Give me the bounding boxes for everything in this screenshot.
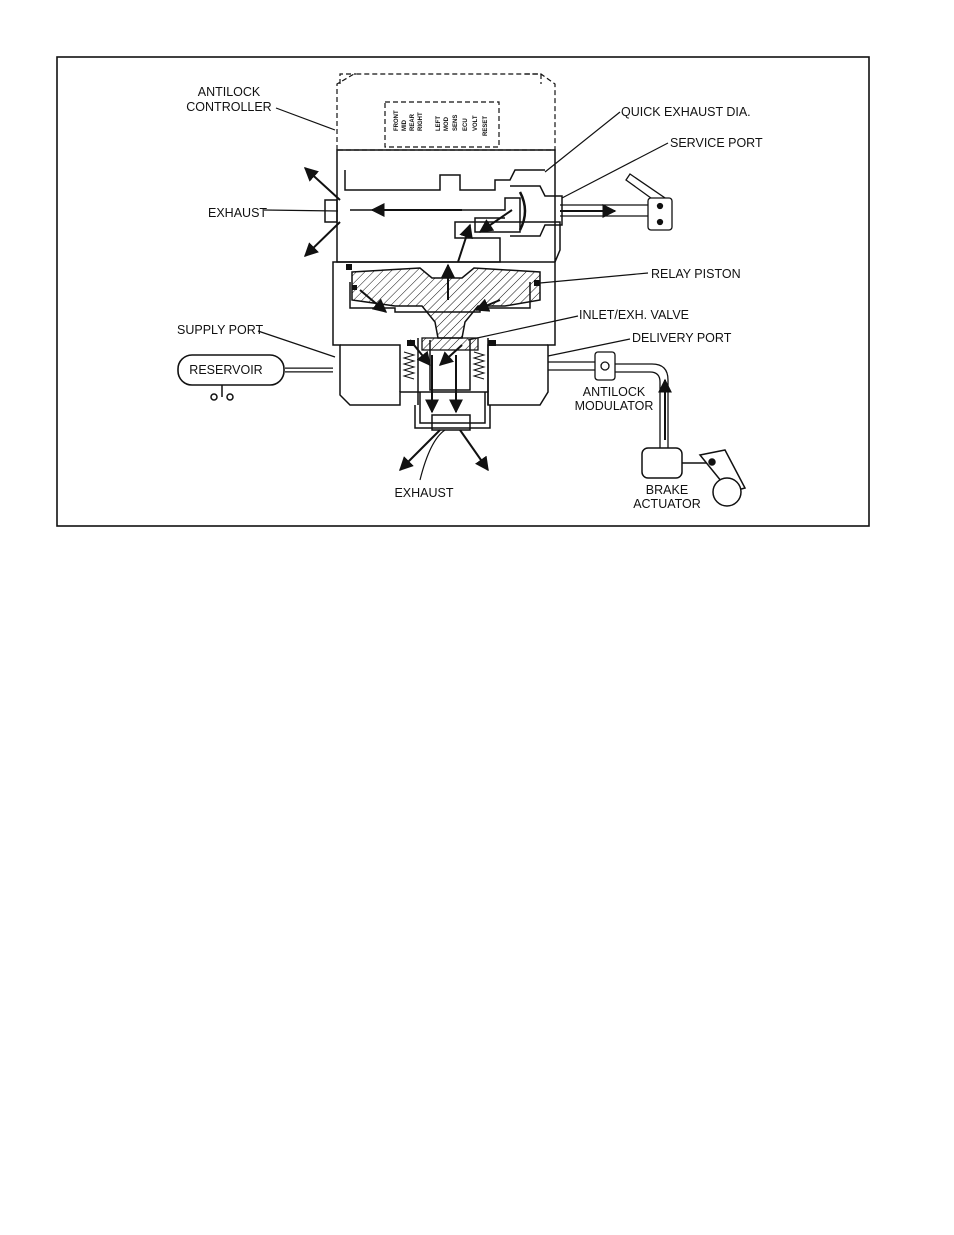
labels: ANTILOCK CONTROLLER QUICK EXHAUST DIA. S…: [177, 85, 763, 511]
label-antilock-modulator-1: ANTILOCK: [583, 385, 646, 399]
label-inlet-exh-valve: INLET/EXH. VALVE: [579, 308, 689, 322]
panel-label-4: LEFT: [436, 116, 442, 131]
label-reservoir: RESERVOIR: [189, 363, 262, 377]
panel-label-7: ECU: [463, 118, 469, 131]
panel-label-0: FRONT: [394, 110, 400, 131]
label-brake-actuator-2: ACTUATOR: [633, 497, 701, 511]
valve-springs: [402, 351, 486, 380]
reservoir-tank: [177, 354, 285, 386]
figure-border: [56, 56, 870, 527]
service-line: [560, 204, 648, 217]
panel-label-9: RESET: [483, 116, 489, 136]
label-antilock-controller-1: ANTILOCK: [198, 85, 261, 99]
label-brake-actuator-1: BRAKE: [646, 483, 688, 497]
quick-exhaust-diaphragm: [518, 191, 527, 231]
label-exhaust-top: EXHAUST: [208, 206, 267, 220]
label-antilock-modulator-2: MODULATOR: [575, 399, 654, 413]
label-antilock-controller-2: CONTROLLER: [186, 100, 271, 114]
antilock-controller: [336, 73, 556, 151]
relay-piston: [351, 267, 541, 339]
label-relay-piston: RELAY PISTON: [651, 267, 741, 281]
panel-label-2: REAR: [410, 113, 416, 131]
drain-valve-icon: [210, 385, 234, 401]
panel-label-6: SENS: [453, 115, 459, 131]
label-exhaust-bottom: EXHAUST: [394, 486, 453, 500]
antilock-modulator-icon: [594, 351, 616, 381]
label-delivery-port: DELIVERY PORT: [632, 331, 732, 345]
brake-treadle-icon: [625, 173, 673, 231]
leader-lines: [257, 107, 669, 481]
brake-actuator-icon: [641, 447, 747, 507]
delivery-line: [548, 361, 669, 448]
label-quick-exhaust-dia: QUICK EXHAUST DIA.: [621, 105, 751, 119]
panel-label-8: VOLT: [473, 115, 479, 131]
seals: [346, 264, 540, 346]
relay-valve-body: [324, 149, 563, 431]
panel-label-3: RIGHT: [418, 112, 424, 131]
panel-label-5: MOD: [444, 116, 450, 131]
controller-status-panel: FRONT MID REAR RIGHT LEFT MOD SENS ECU V…: [394, 110, 489, 136]
panel-label-1: MID: [402, 119, 408, 131]
inlet-exhaust-valve: [421, 337, 479, 351]
flow-arrows: [303, 167, 672, 472]
label-service-port: SERVICE PORT: [670, 136, 763, 150]
label-supply-port: SUPPLY PORT: [177, 323, 264, 337]
